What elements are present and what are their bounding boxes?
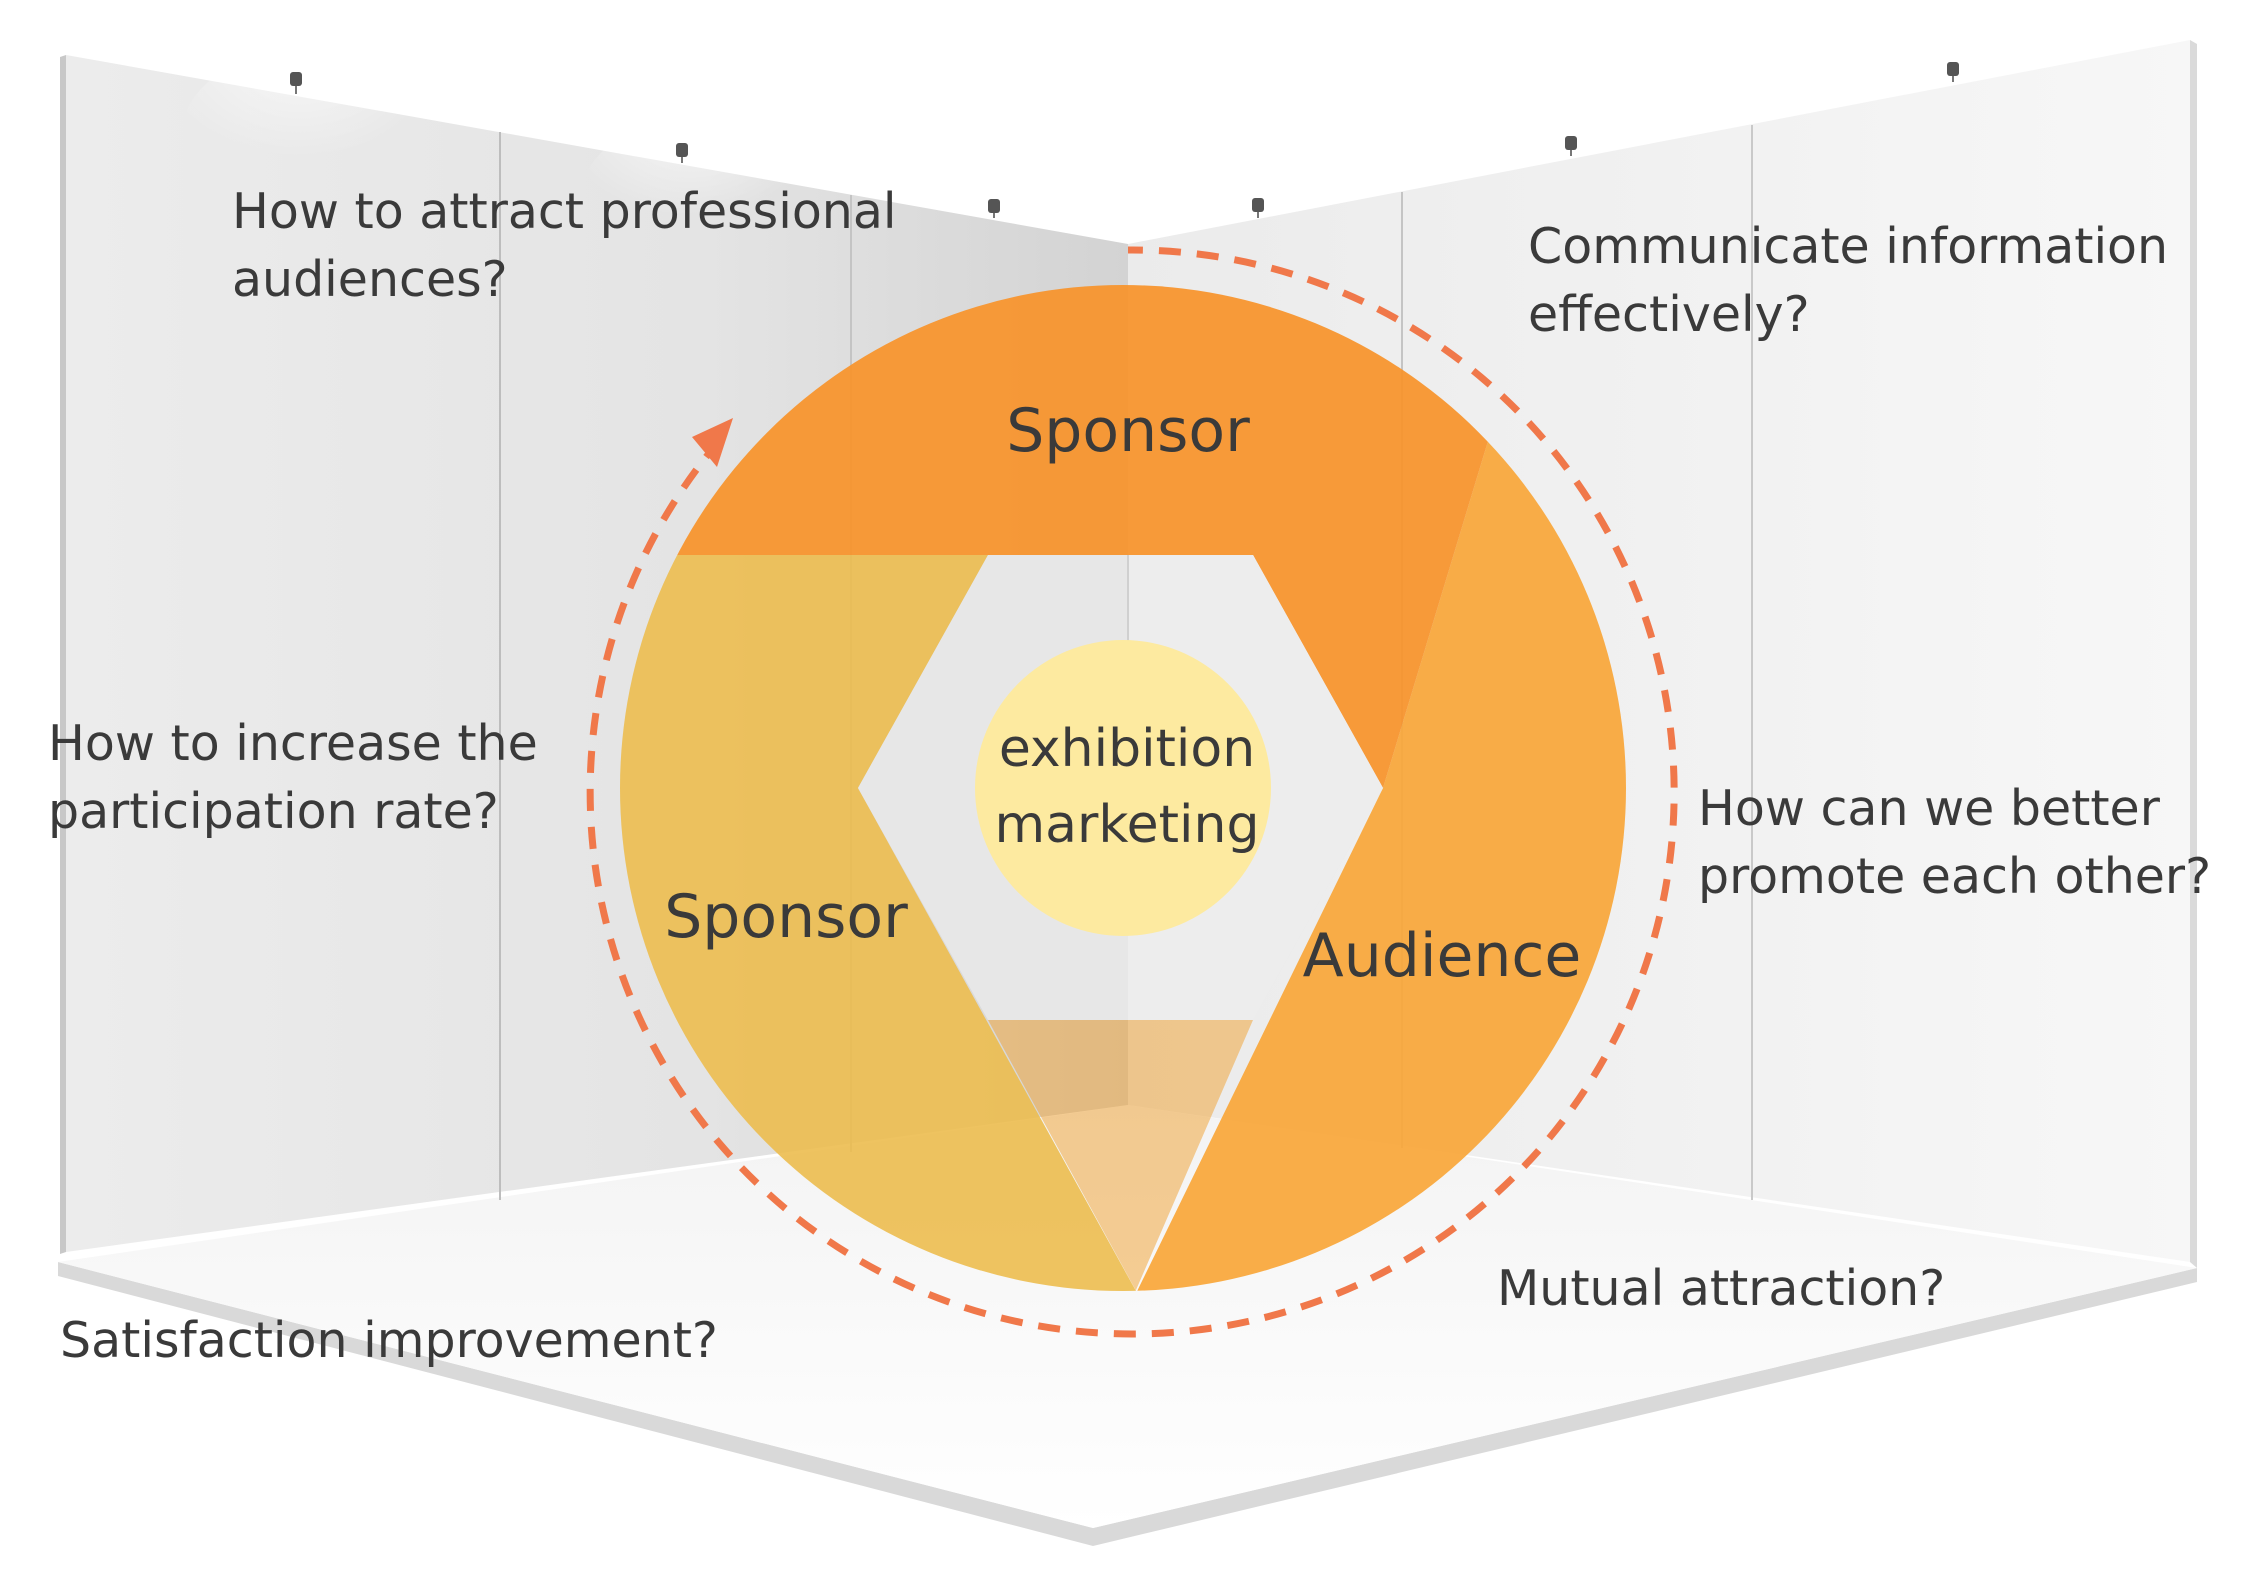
question-line: Satisfaction improvement? <box>60 1312 718 1369</box>
question-line: audiences? <box>232 251 508 308</box>
spotlight-icon <box>1252 198 1264 218</box>
question-line: Mutual attraction? <box>1497 1260 1946 1317</box>
spotlight-icon <box>988 199 1000 218</box>
spotlight-icon <box>290 72 302 94</box>
booth-floor <box>58 1105 2197 1546</box>
question-line: Communicate information <box>1528 218 2169 275</box>
segment-left <box>620 285 1152 1291</box>
segment-left-label: Sponsor <box>664 882 908 952</box>
question-line: How to increase the <box>48 715 538 772</box>
center-title-line2: marketing <box>995 795 1260 855</box>
question-line: effectively? <box>1528 286 1810 343</box>
question-line: How can we better <box>1698 780 2160 837</box>
question-top-left: How to attract professional audiences? <box>232 178 897 314</box>
cycle-arrow-path <box>586 246 1678 1338</box>
question-line: participation rate? <box>48 783 499 840</box>
segment-overlap <box>988 1020 1253 1291</box>
question-mid-left: How to increase the participation rate? <box>48 710 538 846</box>
cycle-ring <box>620 285 1626 1291</box>
spotlight-icon <box>1947 62 1959 82</box>
question-line: How to attract professional <box>232 183 897 240</box>
cycle-arrowhead-icon <box>692 418 733 467</box>
question-mid-right: How can we better promote each other? <box>1698 775 2211 911</box>
segment-top-label: Sponsor <box>1006 396 1250 466</box>
spotlights <box>290 62 1959 218</box>
segment-top <box>620 285 1626 788</box>
center-circle <box>975 640 1271 936</box>
center-title-line1: exhibition <box>999 719 1255 779</box>
segment-right <box>1123 342 1626 1291</box>
segment-right-label: Audience <box>1303 921 1582 991</box>
question-top-right: Communicate information effectively? <box>1528 213 2168 349</box>
spotlight-icon <box>676 143 688 163</box>
question-bottom-left: Satisfaction improvement? <box>60 1307 718 1375</box>
question-bottom-right: Mutual attraction? <box>1497 1255 1945 1323</box>
question-line: promote each other? <box>1698 848 2212 905</box>
spotlight-icon <box>1565 136 1577 156</box>
